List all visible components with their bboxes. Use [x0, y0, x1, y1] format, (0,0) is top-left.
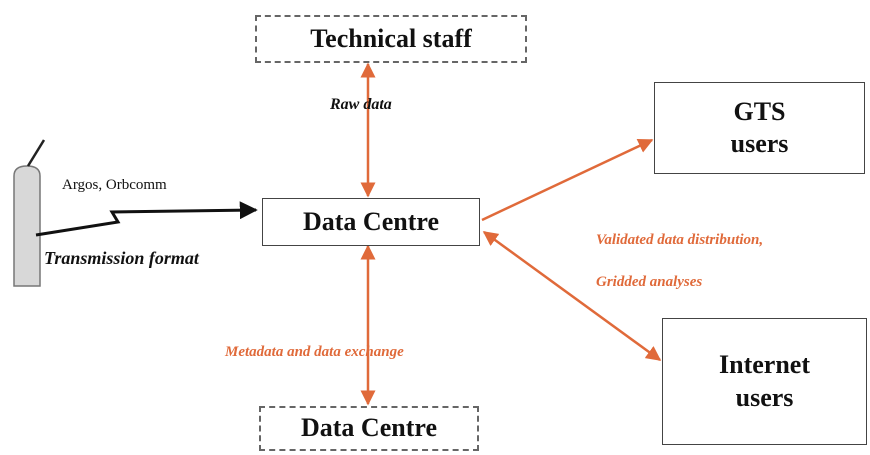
- distribution-label-line1: Validated data distribution,: [596, 232, 764, 248]
- data-centre-node: Data Centre: [262, 198, 480, 246]
- raw-data-label: Raw data: [330, 96, 392, 113]
- metadata-exchange-label: Metadata and data exchange: [225, 344, 404, 360]
- internet-distribution-arrow: [482, 230, 662, 362]
- data-centre-bottom-label: Data Centre: [301, 413, 437, 443]
- internet-users-label-line2: users: [735, 382, 794, 412]
- gts-users-node: GTS users: [654, 82, 865, 174]
- data-centre-bottom-node: Data Centre: [259, 406, 479, 451]
- data-centre-label: Data Centre: [303, 206, 439, 236]
- internet-users-label-line1: Internet: [719, 350, 810, 379]
- buoy-icon: [13, 139, 46, 287]
- gts-users-label-line1: GTS: [733, 96, 786, 126]
- gts-distribution-arrow: [481, 138, 654, 222]
- technical-staff-label: Technical staff: [310, 23, 472, 53]
- internet-users-node: Internet users: [662, 318, 867, 445]
- transmission-format-label: Transmission format: [44, 248, 199, 268]
- technical-staff-node: Technical staff: [255, 15, 527, 63]
- link-protocols-label: Argos, Orbcomm: [62, 177, 167, 193]
- gts-users-label-line2: users: [730, 129, 789, 158]
- distribution-label-line2: Gridded analyses: [596, 274, 703, 290]
- transmission-arrow: [35, 201, 258, 237]
